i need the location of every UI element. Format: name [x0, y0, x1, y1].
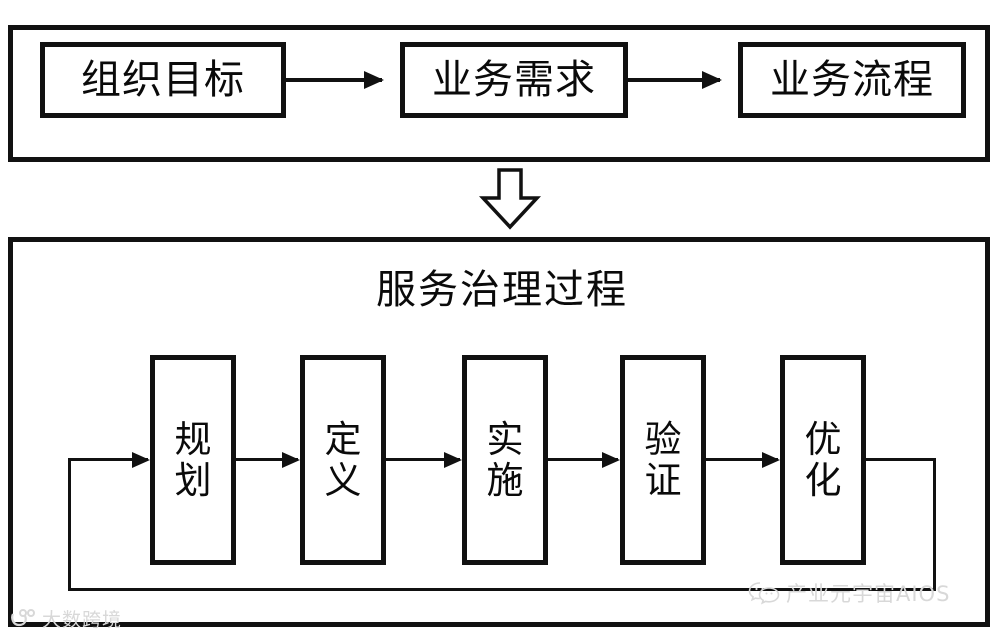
- stage-label-plan: 规划: [174, 417, 212, 502]
- feedback-loop-segment-left: [68, 458, 71, 591]
- dashu-logo-icon: [11, 608, 35, 626]
- arrow-verify-to-optimize-icon: [706, 458, 778, 461]
- down-arrow-outline-icon: [479, 168, 541, 230]
- arrow-define-to-implement-icon: [386, 458, 460, 461]
- watermark-dashu: 大数跨境: [10, 605, 122, 632]
- section-title-service-governance: 服务治理过程: [376, 267, 628, 313]
- feedback-loop-segment-top: [864, 458, 936, 461]
- arrow-plan-to-define-icon: [236, 458, 298, 461]
- stage-box-implement: 实施: [462, 355, 548, 565]
- stage-box-plan: 规划: [150, 355, 236, 565]
- stage-label-implement: 实施: [486, 417, 524, 502]
- stage-label-define: 定义: [324, 417, 362, 502]
- watermark-dashu-text: 大数跨境: [42, 609, 123, 631]
- feedback-loop-arrow-to-plan-icon: [68, 458, 148, 461]
- arrow-requirement-to-process-icon: [628, 78, 720, 82]
- stage-box-optimize: 优化: [780, 355, 866, 565]
- node-box-business-process: 业务流程: [738, 42, 966, 118]
- node-box-organizational-goal: 组织目标: [40, 42, 286, 118]
- node-box-business-requirement: 业务需求: [400, 42, 628, 118]
- node-label-business-process: 业务流程: [770, 57, 934, 103]
- watermark-aios-text: 产业元宇宙AIOS: [786, 582, 951, 606]
- arrow-implement-to-verify-icon: [548, 458, 618, 461]
- node-label-organizational-goal: 组织目标: [81, 57, 245, 103]
- stage-box-verify: 验证: [620, 355, 706, 565]
- node-label-business-requirement: 业务需求: [432, 57, 596, 103]
- stage-label-verify: 验证: [644, 417, 682, 502]
- stage-box-define: 定义: [300, 355, 386, 565]
- wechat-icon: [748, 582, 780, 605]
- arrow-goal-to-requirement-icon: [286, 78, 382, 82]
- watermark-aios: 产业元宇宙AIOS: [748, 578, 950, 608]
- feedback-loop-segment-right: [933, 458, 936, 591]
- stage-label-optimize: 优化: [804, 417, 842, 502]
- feedback-loop-segment-bottom: [68, 588, 936, 591]
